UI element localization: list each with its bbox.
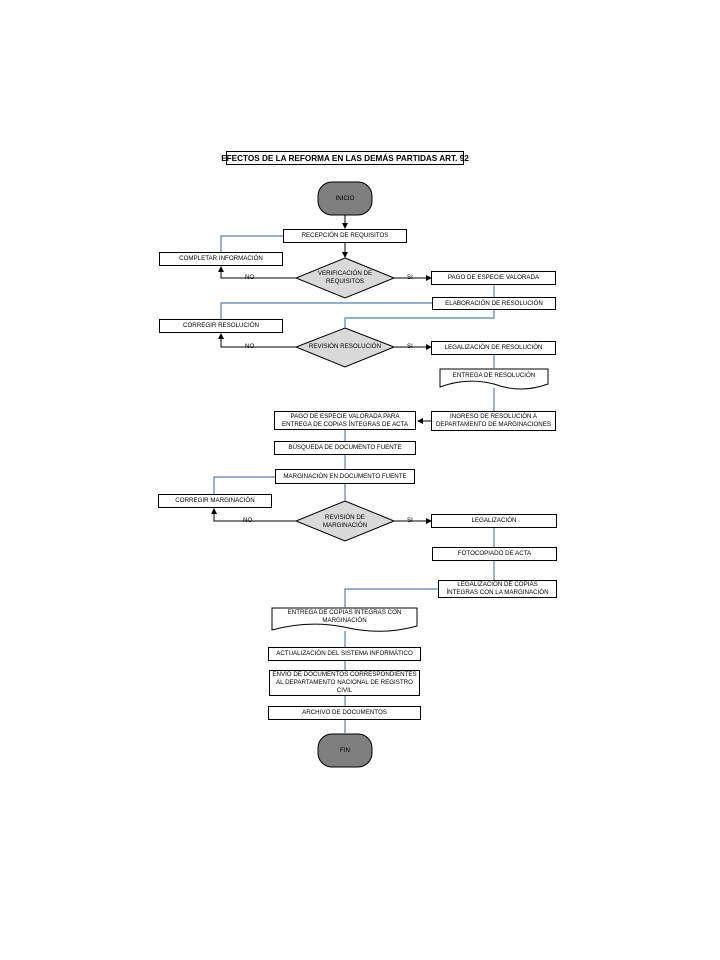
verificacion-label: VERIFICACIÓN DE REQUISITOS [317, 270, 373, 285]
recepcion-requisitos-box: RECEPCIÓN DE REQUISITOS [283, 229, 407, 243]
actualizacion-sistema-box: ACTUALIZACIÓN DEL SISTEMA INFORMÁTICO [268, 647, 421, 661]
no-label-verificacion: NO [245, 274, 255, 281]
no-label-revision-marginacion: NO [243, 517, 253, 524]
legalizacion-copias-box: LEGALIZACIÓN DE COPIAS ÍNTEGRAS CON LA M… [438, 580, 557, 598]
no-label-revision-resolucion: NO [245, 343, 255, 350]
verificacion-diamond [294, 257, 396, 299]
revision-resolucion-diamond [294, 327, 396, 368]
fotocopiado-box: FOTOCOPIADO DE ACTA [432, 547, 557, 561]
revision-resolucion-label: REVISIÓN RESOLUCIÓN [308, 343, 382, 351]
ingreso-resolucion-box: INGRESO DE RESOLUCIÓN A DEPARTAMENTO DE … [431, 411, 556, 431]
inicio-label: INICIO [335, 195, 355, 202]
entrega-resolucion-label: ENTREGA DE RESOLUCIÓN [452, 372, 536, 379]
entrega-resolucion-doc [439, 368, 549, 390]
envio-documentos-box: ENVÍO DE DOCUMENTOS CORRESPONDIENTES AL … [269, 670, 420, 696]
legalizacion-box: LEGALIZACIÓN [431, 514, 557, 528]
diagram-title: EFECTOS DE LA REFORMA EN LAS DEMÁS PARTI… [221, 151, 469, 165]
marginacion-documento-box: MARGINACIÓN EN DOCUMENTO FUENTE [275, 469, 415, 484]
elaboracion-resolucion-box: ELABORACIÓN DE RESOLUCIÓN [432, 297, 556, 310]
busqueda-documento-box: BÚSQUEDA DE DOCUMENTO FUENTE [274, 441, 416, 455]
blue-connectors [213, 235, 495, 734]
revision-marginacion-diamond [294, 500, 396, 542]
entrega-copias-doc [271, 607, 418, 632]
corregir-resolucion-box: CORREGIR RESOLUCIÓN [159, 319, 283, 333]
revision-marginacion-label: REVISIÓN DE MARGINACIÓN [322, 514, 368, 529]
archivo-documentos-box: ARCHIVO DE DOCUMENTOS [268, 706, 421, 720]
si-label-revision-resolucion: SI [407, 343, 413, 350]
pago-especie-box: PAGO DE ESPECIE VALORADA [431, 271, 556, 285]
si-label-revision-marginacion: SI [407, 517, 413, 524]
fin-label: FIN [340, 747, 350, 754]
corregir-marginacion-box: CORREGIR MARGINACIÓN [158, 494, 272, 508]
legalizacion-resolucion-box: LEGALIZACIÓN DE RESOLUCIÓN [431, 341, 556, 355]
completar-informacion-box: COMPLETAR INFORMACIÓN [159, 252, 283, 266]
entrega-copias-label: ENTREGA DE COPIAS ÍNTEGRAS CON MARGINACI… [287, 609, 402, 624]
pago-copias-box: PAGO DE ESPECIE VALORADA PARA ENTREGA DE… [274, 411, 416, 430]
black-connectors [211, 215, 432, 524]
si-label-verificacion: SI [407, 274, 413, 281]
